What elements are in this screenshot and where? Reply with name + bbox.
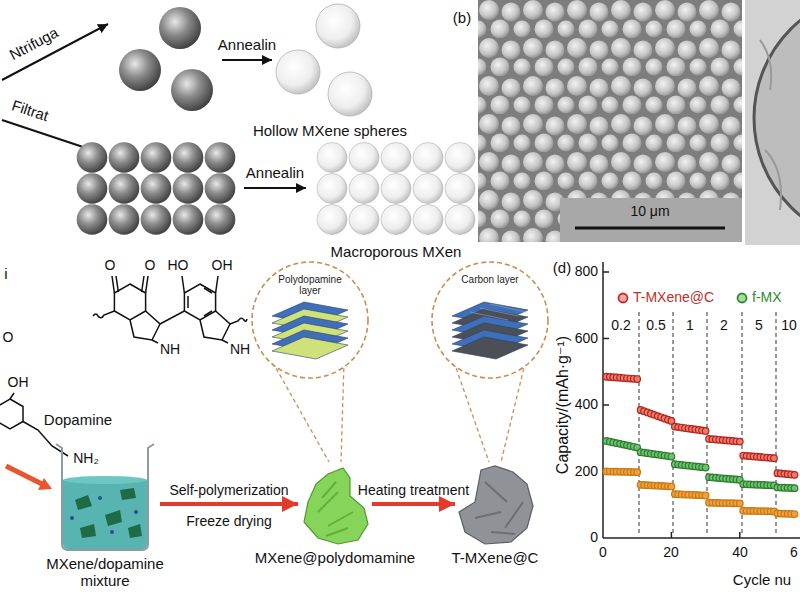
tick-label: 0 (599, 545, 607, 560)
node-caption: MXene/dopamine mixture (35, 556, 175, 589)
data-marker (737, 438, 744, 445)
rate-label: 5 (755, 318, 763, 333)
panel-label: (d) (553, 260, 571, 277)
scale-label: 10 μm (628, 204, 671, 219)
process-label: Self-polymerization (169, 483, 288, 498)
zoom-leader (276, 368, 344, 462)
process-label: Annealin (218, 37, 276, 54)
atom-label: HO (168, 258, 189, 273)
process-label: Ntrifuga (7, 24, 61, 63)
beaker-figure: MXene/dopamine mixture (50, 440, 160, 552)
layer-circle: Polydopamine layer (250, 260, 370, 380)
node-caption: T-MXene@C (452, 550, 539, 567)
legend-label: T-MXene@C (633, 290, 714, 305)
layer-name: Polydopamine layer (268, 274, 352, 296)
data-marker (702, 428, 709, 435)
atom-label: O (3, 330, 14, 345)
data-marker (791, 472, 798, 479)
tick-label: 200 (575, 464, 598, 479)
material-figure: T-MXene@C (455, 462, 535, 546)
data-marker (771, 455, 778, 462)
data-marker (791, 485, 798, 492)
caption: Macroporous MXen (331, 244, 462, 261)
process-arrow (160, 502, 298, 506)
process-label: Freeze drying (186, 514, 272, 529)
data-marker (702, 492, 709, 499)
data-marker (668, 453, 675, 460)
data-marker (702, 464, 709, 471)
atom-label: NH₂ (73, 451, 99, 466)
material-figure: MXene@polydomamine (298, 462, 372, 546)
tick-label: 0 (590, 530, 598, 545)
atom-label: OH (212, 258, 233, 273)
atom-label: O (105, 258, 116, 273)
process-label: Heating treatment (358, 483, 469, 498)
fragment-label: i (4, 266, 7, 283)
layer-name: Carbon layer (448, 274, 532, 285)
process-label: Filtrat (10, 97, 51, 124)
atom-label: NH (160, 342, 180, 357)
data-marker (634, 376, 641, 383)
zoom-leader (456, 368, 524, 462)
tick-label: 600 (575, 331, 598, 346)
process-arrow (372, 502, 455, 506)
data-marker (634, 469, 641, 476)
data-marker (668, 483, 675, 490)
rate-label: 2 (720, 318, 728, 333)
material-figure-art (298, 462, 372, 546)
axis-title: Cycle nu (733, 572, 791, 589)
atom-label: OH (8, 375, 29, 390)
process-label: Annealin (246, 165, 304, 182)
beaker-figure-art (50, 440, 160, 552)
tick-label: 20 (663, 545, 679, 560)
rate-label: 10 (781, 318, 797, 333)
tick-label: 800 (575, 264, 598, 279)
data-marker (737, 500, 744, 507)
atom-label: NH (230, 342, 250, 357)
layer-circle: Carbon layer (430, 260, 550, 380)
panel-label: (b) (453, 10, 471, 27)
molecule-name: Dopamine (44, 412, 112, 429)
rate-label: 0.5 (646, 318, 665, 333)
rate-label: 0.2 (611, 318, 630, 333)
tick-label: 40 (732, 545, 748, 560)
material-figure-art (455, 462, 535, 546)
node-caption: MXene@polydomamine (255, 550, 415, 567)
axis-title: Capacity/(mAh·g⁻¹) (554, 336, 572, 474)
tick-label: 400 (575, 397, 598, 412)
legend-label: f-MX (752, 290, 782, 305)
rate-label: 1 (686, 318, 694, 333)
caption: Hollow MXene spheres (253, 123, 407, 140)
data-marker (791, 511, 798, 518)
tick-label: 6 (790, 545, 798, 560)
atom-label: O (145, 258, 156, 273)
